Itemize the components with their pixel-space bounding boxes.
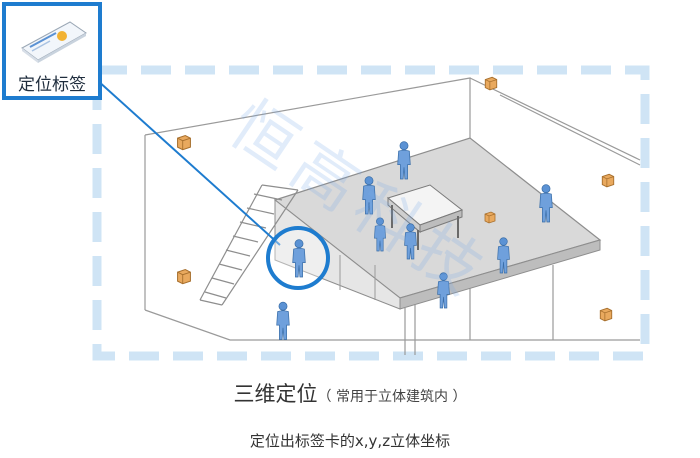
caption-title-text: 三维定位 (234, 382, 318, 406)
caption-subtitle: （ 常用于立体建筑内 ） (318, 389, 467, 405)
caption-body: 定位出标签卡的x,y,z立体坐标 (0, 430, 700, 451)
anchor-device (600, 308, 611, 321)
anchor-device (602, 174, 613, 187)
tag-label: 定位标签 (6, 70, 98, 95)
anchor-device (178, 270, 191, 284)
anchor-device (485, 77, 496, 90)
caption-title: 三维定位（ 常用于立体建筑内 ） (0, 378, 700, 408)
anchor-device (178, 136, 191, 150)
anchor-device (485, 212, 495, 223)
tagged-person-highlight (97, 80, 328, 288)
person-icon (277, 302, 290, 339)
